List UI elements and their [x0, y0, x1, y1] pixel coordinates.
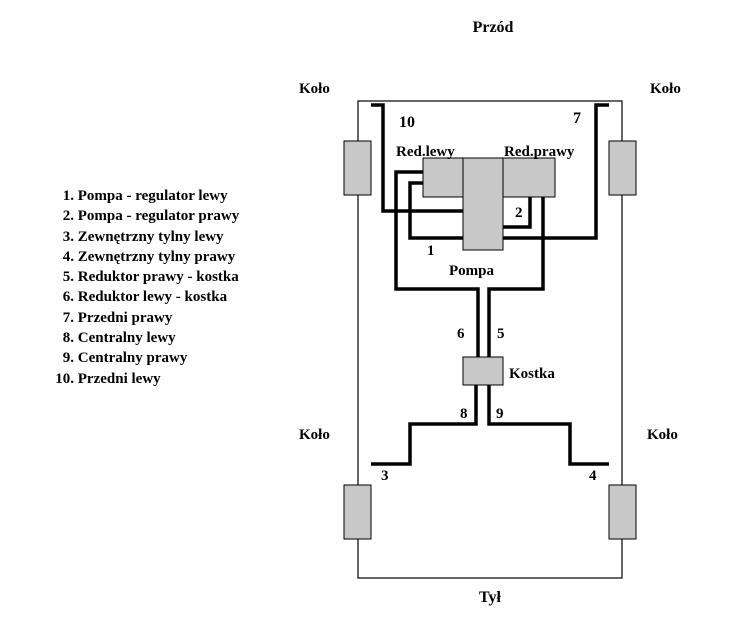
legend-item-number: 10. — [55, 370, 74, 387]
pipe-1-pump-regulator-left — [408, 181, 463, 240]
legend-item-text: Przedni prawy — [77, 309, 173, 326]
legend-item: 2. Pompa - regulator prawy — [47, 206, 240, 226]
pump-label: Pompa — [449, 263, 495, 279]
pipe-number-3: 3 — [381, 468, 389, 484]
legend-item-number: 9. — [62, 350, 74, 367]
reducer-right-block — [500, 157, 556, 198]
pipe-5-reducer-right-junction — [487, 197, 545, 357]
legend-item-text: Przedni lewy — [77, 370, 161, 387]
pipe-8-central-left — [371, 385, 478, 466]
wheel-front-left — [343, 140, 372, 196]
pipe-number-10: 10 — [399, 114, 415, 131]
legend-item: 3. Zewnętrzny tylny lewy — [47, 227, 239, 247]
rear-label: Tył — [479, 589, 501, 606]
pipe-9-central-right — [487, 385, 609, 466]
legend-item-number: 4. — [62, 248, 74, 265]
legend-list: 1. Pompa - regulator lewy 2. Pompa - reg… — [47, 186, 239, 389]
legend-item: 1. Pompa - regulator lewy — [47, 186, 239, 206]
legend-item-text: Zewnętrzny tylny prawy — [77, 248, 236, 265]
legend-item-number: 6. — [62, 289, 74, 306]
pipe-number-4: 4 — [589, 468, 597, 484]
pipe-number-1: 1 — [427, 243, 435, 259]
pipe-number-6: 6 — [457, 326, 465, 342]
pipe-6-reducer-left-junction — [394, 170, 480, 357]
wheel-front-right-label: Koło — [650, 81, 681, 97]
pipe-number-9: 9 — [496, 406, 504, 422]
legend-item-text: Zewnętrzny tylny lewy — [77, 228, 224, 245]
front-label: Przód — [473, 19, 514, 36]
junction-block — [462, 356, 504, 386]
legend-item: 4. Zewnętrzny tylny prawy — [47, 247, 239, 267]
pipe-number-2: 2 — [515, 205, 523, 221]
legend-item-number: 3. — [62, 228, 74, 245]
legend-item-text: Pompa - regulator lewy — [77, 188, 228, 204]
legend-item: 9. Centralny prawy — [47, 348, 239, 368]
legend-item: 6. Reduktor lewy - kostka — [47, 287, 239, 307]
legend-item-text: Centralny lewy — [77, 330, 176, 347]
legend-item-text: Reduktor lewy - kostka — [77, 289, 228, 306]
pipe-number-5: 5 — [497, 326, 505, 342]
wheel-front-left-label: Koło — [299, 81, 330, 97]
wheel-rear-right-label: Koło — [647, 427, 678, 443]
reducer-left-block — [422, 157, 467, 198]
legend-item: 8. Centralny lewy — [47, 328, 239, 348]
pipe-2-pump-regulator-right — [503, 197, 532, 229]
reducer-right-label: Red.prawy — [504, 144, 575, 160]
legend-item-number: 8. — [62, 330, 74, 347]
pump-block — [462, 157, 504, 251]
wheel-rear-left — [343, 484, 372, 540]
legend-item-number: 2. — [62, 208, 74, 225]
legend-item-number: 1. — [62, 188, 74, 204]
legend-item-number: 7. — [62, 309, 74, 326]
pipe-7-front-right — [503, 103, 609, 240]
legend-item-number: 5. — [62, 269, 74, 286]
pipe-10-front-left — [371, 103, 463, 213]
legend-item: 7. Przedni prawy — [47, 308, 239, 328]
pipe-number-8: 8 — [460, 406, 468, 422]
legend-item-text: Centralny prawy — [77, 350, 188, 367]
legend-item-text: Reduktor prawy - kostka — [77, 269, 239, 286]
reducer-left-label: Red.lewy — [396, 144, 455, 160]
legend-item: 10. Przedni lewy — [47, 369, 239, 389]
junction-label: Kostka — [509, 366, 555, 382]
wheel-front-right — [608, 140, 637, 196]
legend-item: 5. Reduktor prawy - kostka — [47, 267, 239, 287]
legend-item-text: Pompa - regulator prawy — [77, 208, 240, 225]
wheel-rear-left-label: Koło — [299, 427, 330, 443]
vehicle-frame — [357, 100, 623, 579]
wheel-rear-right — [608, 484, 637, 540]
pipe-number-7: 7 — [573, 110, 581, 127]
